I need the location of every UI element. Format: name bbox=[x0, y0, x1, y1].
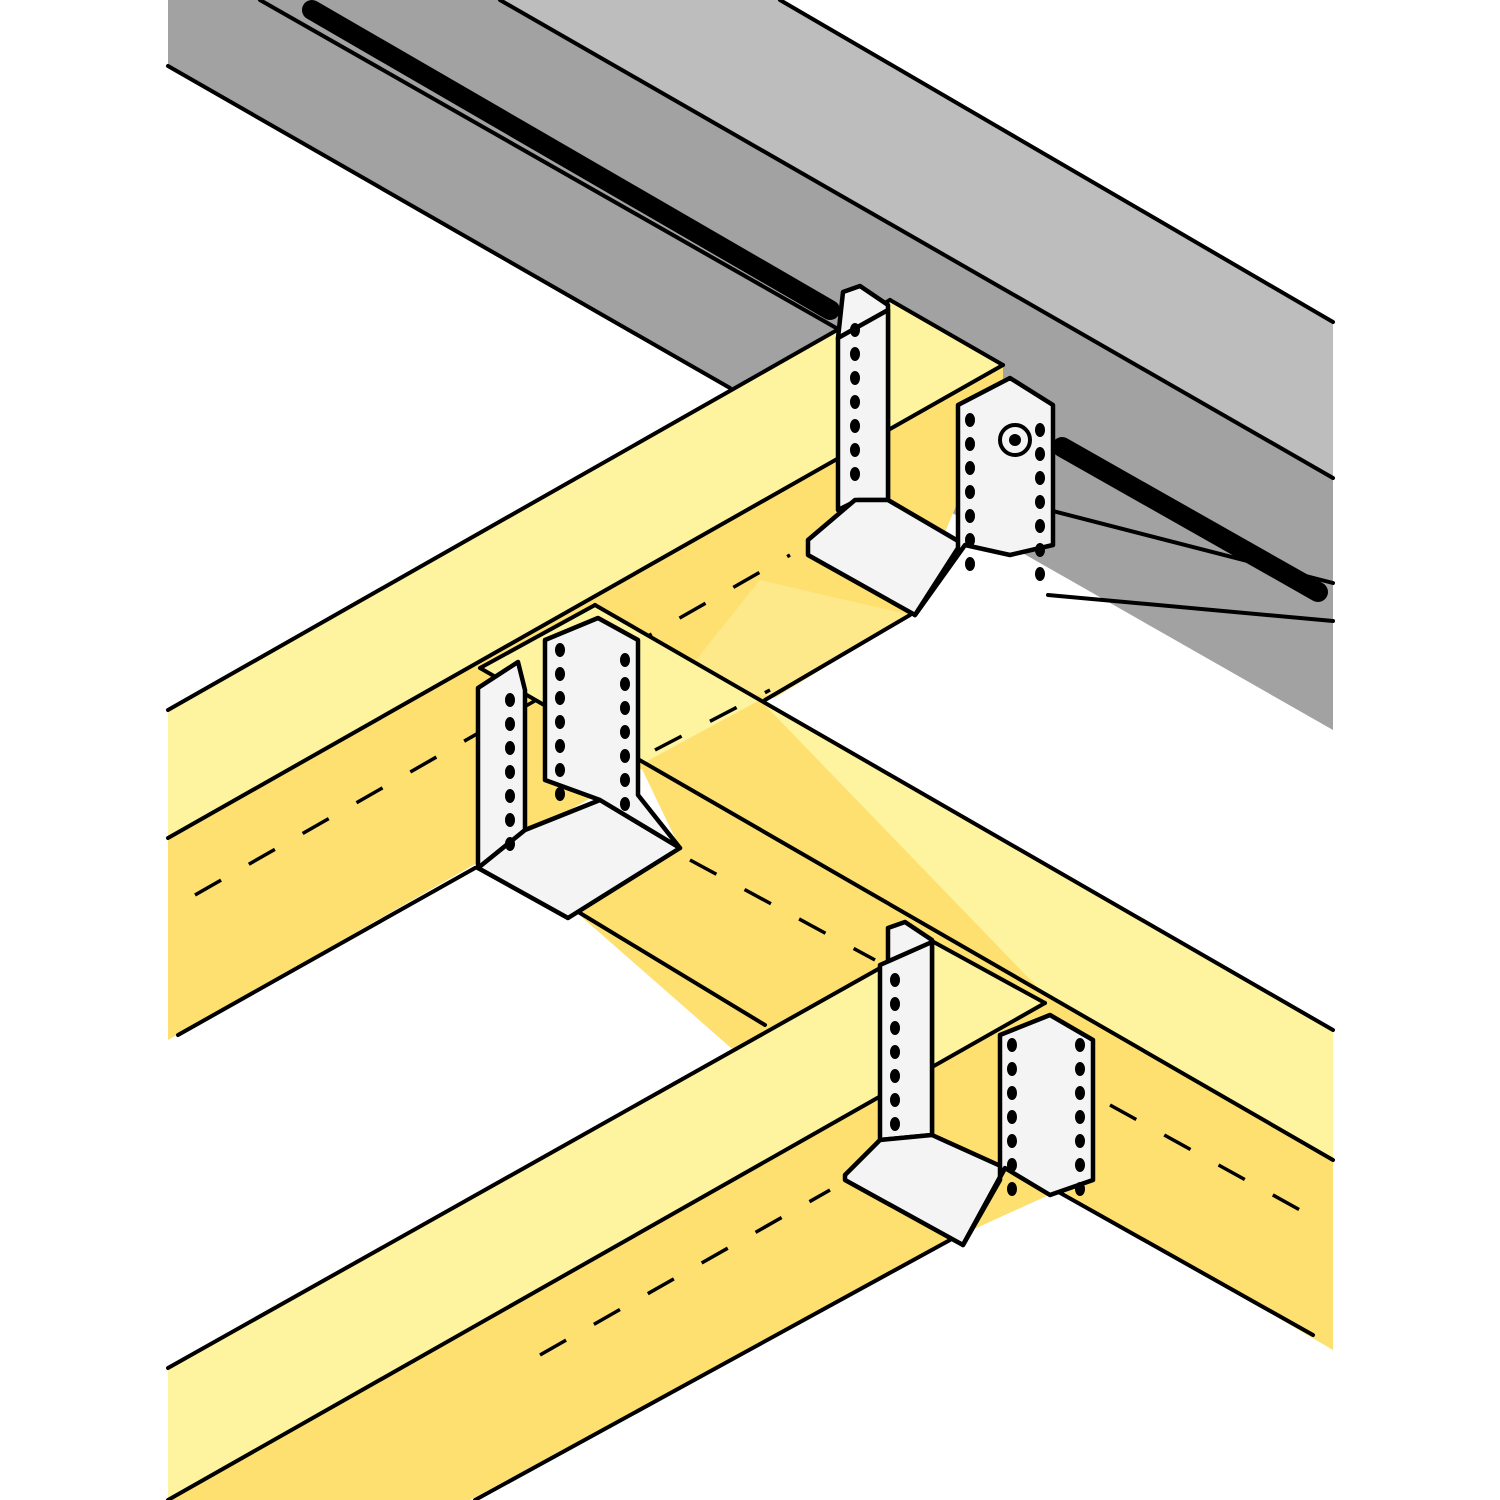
hanger-left-leg bbox=[877, 939, 935, 1143]
joist-hanger bbox=[805, 283, 1056, 618]
timber-joist-lower-top bbox=[168, 940, 1045, 1500]
hanger-left-leg bbox=[835, 307, 891, 513]
timber-joist-main-top bbox=[168, 300, 1003, 838]
steel-beam-groove bbox=[1052, 437, 1328, 602]
hanger-right-leg bbox=[542, 615, 683, 851]
timber-joist-secondary-upper bbox=[478, 603, 1335, 1350]
timber-joist-secondary-inner bbox=[640, 700, 1045, 1025]
timber-joist-secondary-lower bbox=[166, 938, 1047, 1500]
timber-joist-main-end bbox=[680, 580, 910, 698]
hanger-right-leg bbox=[960, 1012, 1096, 1248]
joist-hanger bbox=[475, 615, 683, 921]
joist-hanger bbox=[842, 919, 1096, 1248]
steel-beam-groove bbox=[302, 0, 840, 320]
